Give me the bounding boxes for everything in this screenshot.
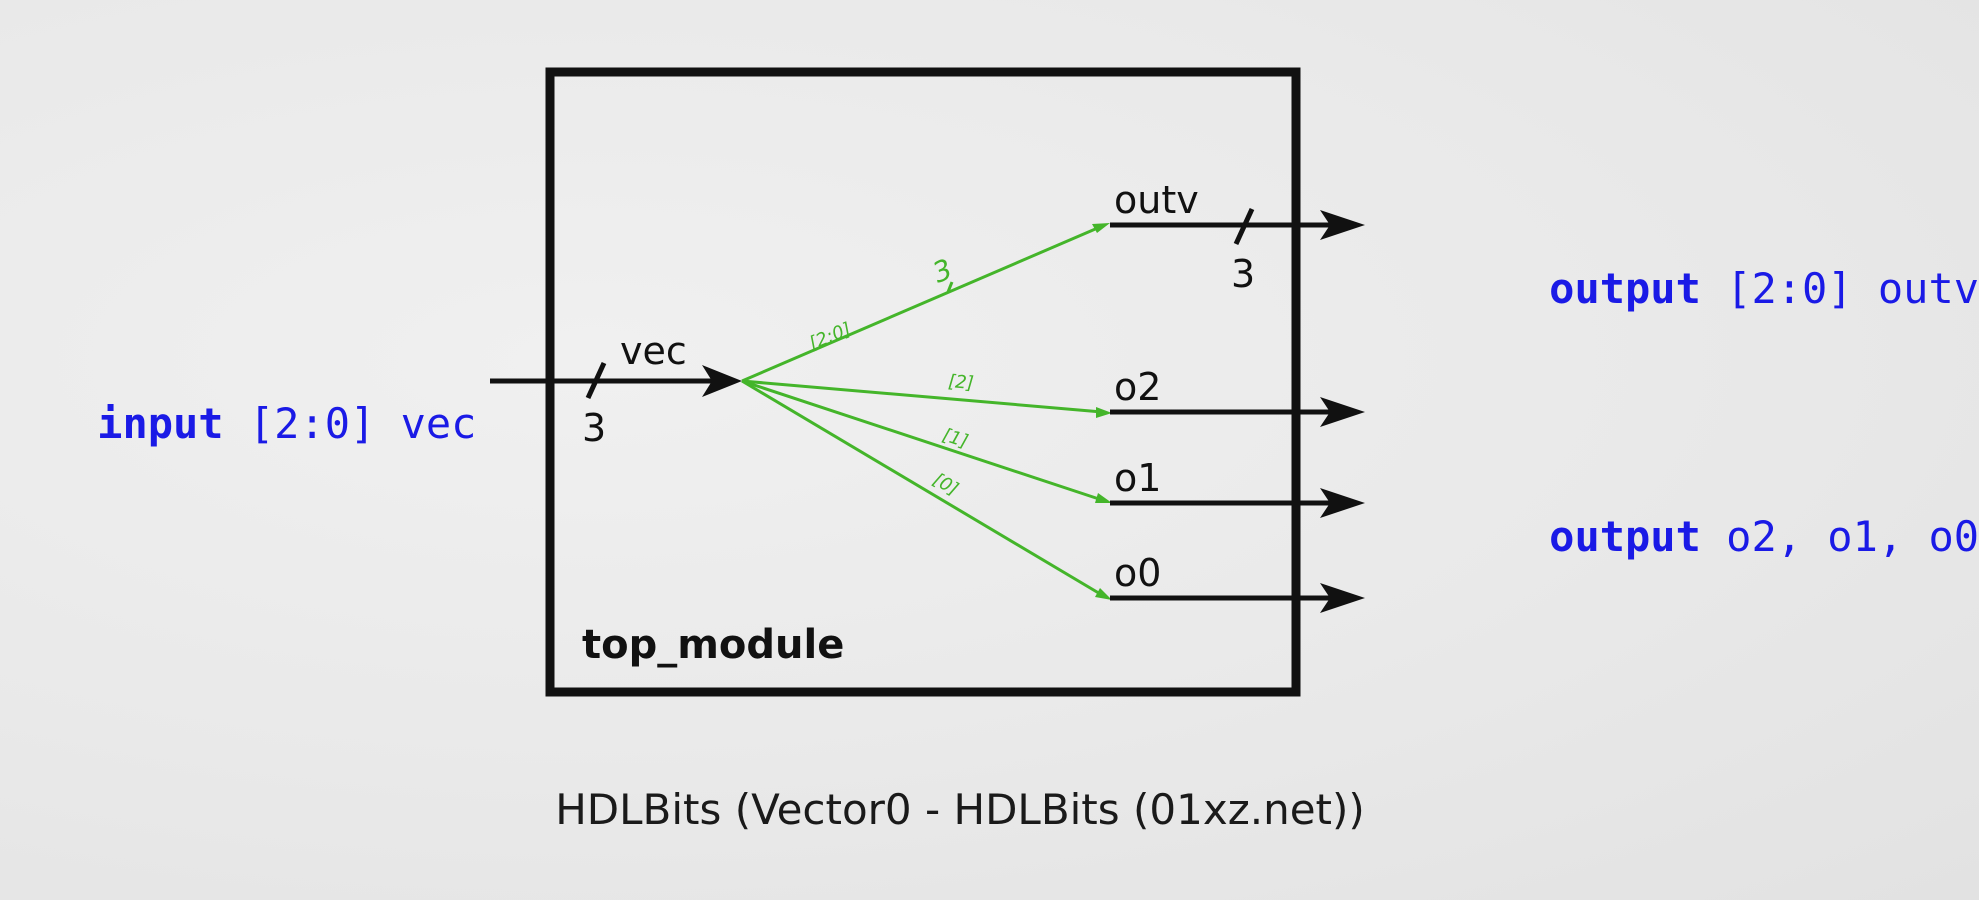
input-label: vec	[620, 329, 687, 373]
o2-label: o2	[1114, 365, 1161, 409]
input-wire	[490, 361, 742, 400]
diagram-stage: vec 3 outv 3 o2 o1 o0 top_module 3 [2:0]…	[0, 67, 1979, 834]
output-wires	[1110, 207, 1365, 613]
input-width-label: 3	[582, 406, 606, 450]
outputs-declaration: output o2, o1, o0	[1448, 463, 1979, 610]
outv-declaration-rest: [2:0] outv	[1700, 264, 1979, 313]
o1-label: o1	[1114, 456, 1161, 500]
outputs-declaration-rest: o2, o1, o0	[1700, 512, 1979, 561]
outv-width-slash	[1233, 207, 1255, 246]
outv-declaration: output [2:0] outv	[1448, 215, 1979, 362]
internal-width-slash	[946, 281, 954, 293]
circuit-diagram: vec 3 outv 3 o2 o1 o0 top_module 3 [2:0]…	[490, 67, 1365, 697]
input-width-slash	[585, 361, 607, 400]
input-declaration: input [2:0] vec	[0, 350, 476, 497]
internal-width-label: 3	[928, 252, 957, 289]
outv-width-label: 3	[1231, 252, 1255, 296]
input-keyword: input	[97, 399, 224, 448]
caption: HDLBits (Vector0 - HDLBits (01xz.net))	[555, 785, 1365, 834]
internal-wires	[741, 223, 1112, 600]
module-name: top_module	[582, 622, 844, 668]
slice-outv-label: [2:0]	[806, 319, 854, 355]
outputs-keyword: output	[1549, 512, 1701, 561]
o0-label: o0	[1114, 551, 1161, 595]
outv-keyword: output	[1549, 264, 1701, 313]
outv-label: outv	[1114, 178, 1199, 222]
slice-o2-label: [2]	[947, 371, 974, 394]
input-declaration-rest: [2:0] vec	[223, 399, 477, 448]
